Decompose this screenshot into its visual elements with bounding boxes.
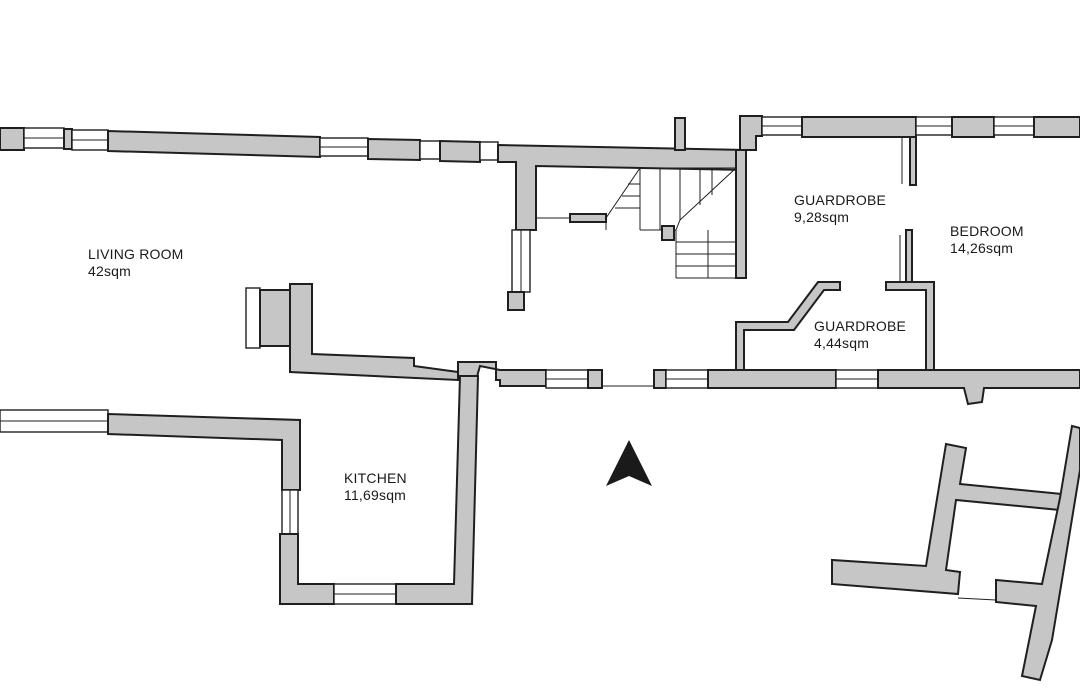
room-label-guardrobe-2: GUARDROBE 4,44sqm [814,318,906,352]
south-east-walls [831,424,1080,682]
stair-post [674,117,686,151]
room-label-living-room: LIVING ROOM 42sqm [88,246,184,280]
room-area: 14,26sqm [950,240,1014,256]
room-label-bedroom: BEDROOM 14,26sqm [950,223,1024,257]
room-area: 9,28sqm [794,209,850,225]
kitchen-walls [0,375,480,605]
room-name: KITCHEN [344,470,407,486]
living-room-north-wall [0,127,747,231]
north-arrow-icon [606,440,652,486]
guardrobe-bedroom-partition [899,136,917,283]
room-name: LIVING ROOM [88,246,184,262]
south-wall [457,361,1080,406]
room-area: 42sqm [88,263,132,279]
staircase [536,149,747,279]
north-east-wall [739,115,1080,151]
room-name: GUARDROBE [814,318,907,334]
room-label-kitchen: KITCHEN 11,69sqm [344,470,407,504]
living-kitchen-wall [245,283,459,382]
room-name: BEDROOM [950,223,1024,239]
stair-divider-column [507,229,531,311]
room-area: 4,44sqm [814,335,870,351]
room-area: 11,69sqm [344,487,407,503]
room-name: GUARDROBE [794,192,887,208]
room-label-guardrobe-1: GUARDROBE 9,28sqm [794,192,886,226]
